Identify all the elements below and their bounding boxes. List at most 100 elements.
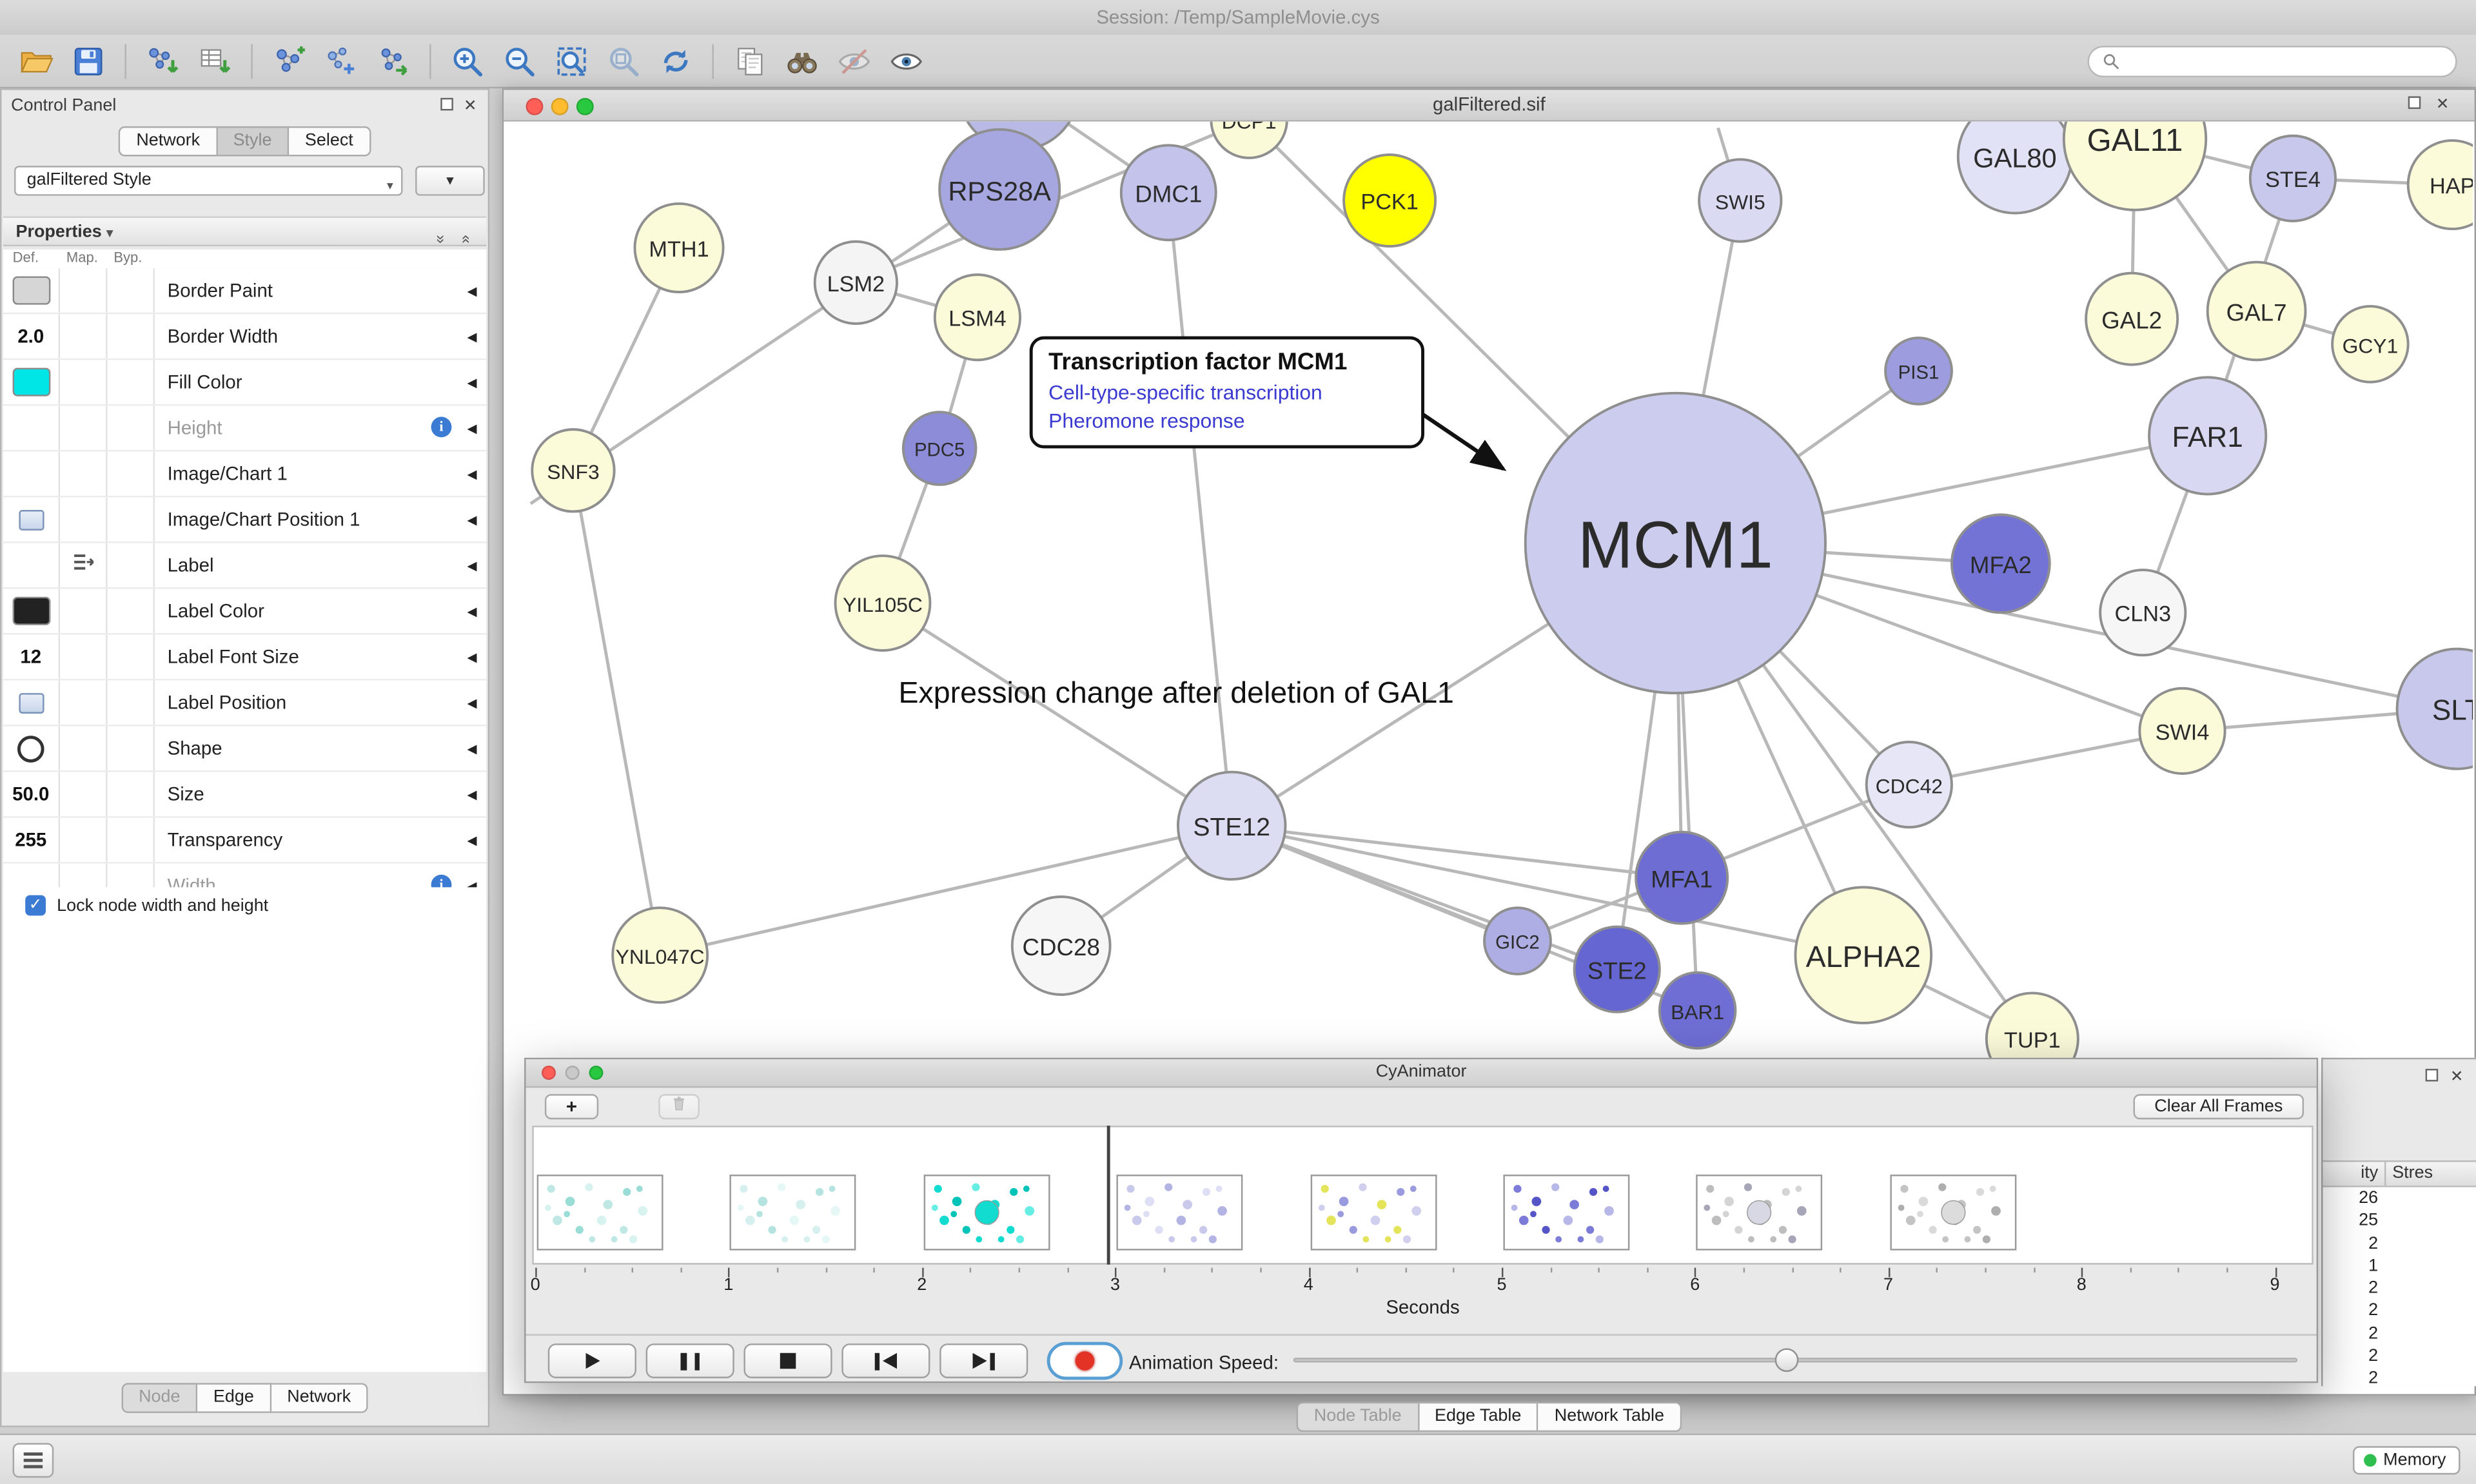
collapse-arrow-icon[interactable]: ◀ [467,329,477,344]
results-row[interactable]: 2 [2323,1278,2476,1300]
graph-node-dcp1[interactable] [1210,121,1288,159]
timeline[interactable] [532,1126,2314,1265]
graph-node-dmc1[interactable] [1119,144,1217,242]
zoom-out-icon[interactable] [496,39,543,83]
property-row-label-color[interactable]: Label Color◀ [3,589,487,635]
search-input[interactable] [2128,50,2443,73]
command-panel-button[interactable] [12,1443,54,1478]
bypass-cell[interactable] [108,360,155,404]
graph-node-alpha2[interactable] [1794,886,1933,1024]
close-network-icon[interactable]: ✕ [2435,96,2450,114]
animation-speed-slider[interactable] [1293,1343,2298,1378]
zoom-fit-icon[interactable] [548,39,595,83]
import-table-icon[interactable] [191,39,238,83]
property-row-shape[interactable]: Shape◀ [3,726,487,772]
default-value-cell[interactable] [3,863,61,908]
collapse-arrow-icon[interactable]: ◀ [467,558,477,573]
tab-style[interactable]: Style [217,126,290,157]
graph-node-mfa1[interactable] [1635,830,1729,925]
property-row-image-chart-position-1[interactable]: Image/Chart Position 1◀ [3,497,487,543]
mapping-cell[interactable] [60,543,108,588]
add-frame-button[interactable]: + [544,1094,599,1120]
results-row[interactable]: 2 [2323,1233,2476,1255]
graph-node-gal11[interactable] [2062,121,2208,211]
float-network-icon[interactable] [2408,96,2421,113]
default-value-cell[interactable] [3,543,61,588]
graph-node-gcy1[interactable] [2331,305,2410,384]
bypass-cell[interactable] [108,497,155,542]
results-row[interactable]: 2 [2323,1323,2476,1345]
frame-thumbnail-2[interactable] [923,1175,1050,1251]
mapping-cell[interactable] [60,772,108,817]
frame-thumbnail-4[interactable] [1310,1175,1437,1251]
graph-node-swi5[interactable] [1698,158,1783,243]
graph-node-mfa2[interactable] [1950,513,2051,614]
mapping-cell[interactable] [60,589,108,634]
graph-edge[interactable] [881,601,1233,827]
graph-edge[interactable] [1166,192,1233,826]
graph-node-ynl047c[interactable] [611,906,709,1004]
collapse-arrow-icon[interactable]: ◀ [467,696,477,711]
bypass-cell[interactable] [108,863,155,908]
mapping-cell[interactable] [60,726,108,771]
collapse-arrow-icon[interactable]: ◀ [467,467,477,482]
default-value-cell[interactable]: 255 [3,817,61,863]
zoom-in-icon[interactable] [444,39,491,83]
graph-node-far1[interactable] [2148,376,2268,496]
memory-button[interactable]: Memory [2353,1446,2461,1475]
collapse-arrow-icon[interactable]: ◀ [467,284,477,298]
tab-network[interactable]: Network [119,126,218,157]
bypass-cell[interactable] [108,726,155,771]
save-session-icon[interactable] [64,39,112,83]
bypass-cell[interactable] [108,268,155,313]
graph-edge[interactable] [1231,824,1864,957]
default-value-cell[interactable] [3,726,61,771]
graph-node-mth1[interactable] [633,202,725,294]
apply-layout-icon[interactable] [652,39,699,83]
graph-node-pis1[interactable] [1884,337,1953,405]
collapse-arrow-icon[interactable]: ◀ [467,834,477,848]
properties-header[interactable]: Properties ▾ » « [3,216,487,247]
property-row-image-chart-1[interactable]: Image/Chart 1◀ [3,451,487,498]
collapse-arrow-icon[interactable]: ◀ [467,604,477,620]
bypass-cell[interactable] [108,589,155,634]
graph-edge[interactable] [1909,729,2183,786]
show-all-icon[interactable] [883,39,930,83]
clear-all-frames-button[interactable]: Clear All Frames [2133,1094,2304,1120]
graph-node-gal7[interactable] [2206,260,2307,362]
results-row[interactable]: 1 [2323,1255,2476,1278]
table-tab-node-table[interactable]: Node Table [1296,1401,1419,1432]
float-window-icon[interactable] [440,97,453,115]
tab-select[interactable]: Select [289,126,371,157]
graph-node-pdc5[interactable] [901,411,978,486]
default-value-cell[interactable] [3,405,61,450]
style-dropdown[interactable]: galFiltered Style ▾ [14,166,403,196]
panel-tab-node[interactable]: Node [121,1383,198,1413]
graph-node-gic2[interactable] [1483,906,1552,975]
graph-node-lsm4[interactable] [933,273,1022,362]
mapping-cell[interactable] [60,405,108,450]
property-row-border-paint[interactable]: Border Paint◀ [3,268,487,315]
panel-tab-edge[interactable]: Edge [197,1383,271,1413]
frame-thumbnail-5[interactable] [1503,1175,1630,1251]
slider-thumb[interactable] [1774,1348,1799,1372]
close-window-icon[interactable] [542,1066,556,1080]
graph-node-yil105c[interactable] [834,554,932,652]
default-value-cell[interactable]: 2.0 [3,314,61,358]
playhead[interactable] [1106,1126,1110,1265]
bypass-cell[interactable] [108,543,155,588]
graph-node-ste2[interactable] [1573,925,1661,1013]
graph-node-swi4[interactable] [2138,687,2226,775]
close-window-icon[interactable] [526,97,544,115]
frame-thumbnail-6[interactable] [1696,1175,1823,1251]
mapping-cell[interactable] [60,314,108,358]
collapse-arrow-icon[interactable]: ◀ [467,742,477,757]
table-tab-network-table[interactable]: Network Table [1538,1401,1682,1432]
annotation-link[interactable]: Cell-type-specific transcription [1048,380,1322,404]
import-network-icon[interactable] [139,39,186,83]
collapse-arrow-icon[interactable]: ◀ [467,421,477,436]
close-results-icon[interactable]: ✕ [2450,1068,2464,1086]
